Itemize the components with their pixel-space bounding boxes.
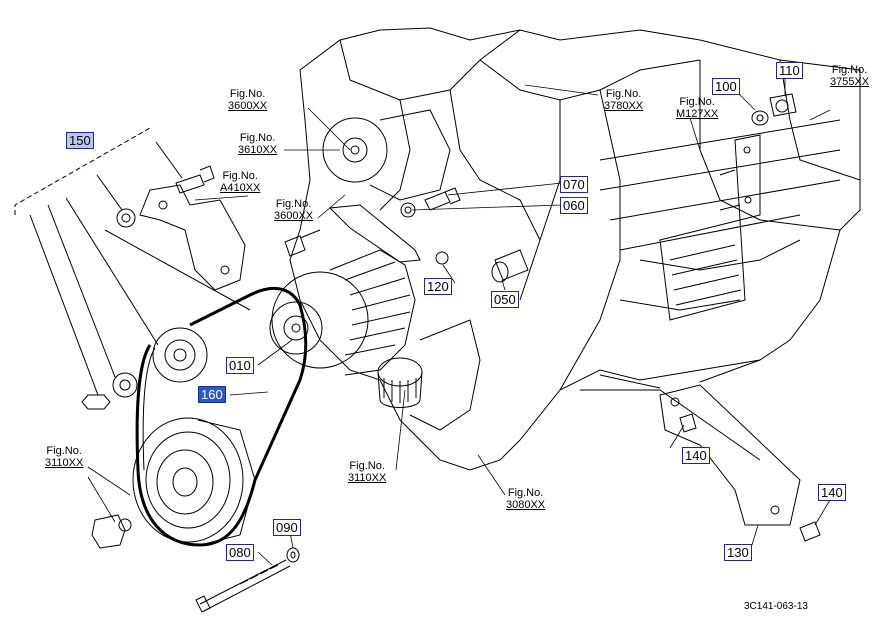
fig-ref-caption: Fig.No. <box>46 445 82 457</box>
fig-ref-number: 3600XX <box>228 100 268 112</box>
fig-ref-number: 3110XX <box>45 457 84 469</box>
fig-ref-number: 3780XX <box>604 100 644 112</box>
fig-ref-caption: Fig.No. <box>222 170 258 182</box>
part-callout-160[interactable]: 160 <box>198 386 226 403</box>
fig-ref-a410xx[interactable]: Fig.No.A410XX <box>220 170 260 194</box>
fig-ref-3080xx[interactable]: Fig.No.3080XX <box>506 487 545 511</box>
part-callout-110[interactable]: 110 <box>776 62 803 79</box>
fig-ref-caption: Fig.No. <box>229 88 266 100</box>
fig-ref-number: 3110XX <box>348 472 387 484</box>
part-callout-070[interactable]: 070 <box>560 176 588 193</box>
fig-ref-number: 3080XX <box>506 499 546 511</box>
fig-ref-3610xx[interactable]: Fig.No.3610XX <box>238 132 277 156</box>
fig-ref-number: M127XX <box>676 108 719 120</box>
fig-ref-number: 3755XX <box>830 76 870 88</box>
fig-ref-caption: Fig.No. <box>831 64 868 76</box>
fig-ref-3600xx-mid[interactable]: Fig.No.3600XX <box>274 198 313 222</box>
fig-ref-caption: Fig.No. <box>239 132 276 144</box>
fig-ref-3755xx[interactable]: Fig.No.3755XX <box>830 64 869 88</box>
part-callout-090[interactable]: 090 <box>273 519 301 536</box>
fig-ref-m127xx[interactable]: Fig.No.M127XX <box>676 96 718 120</box>
fig-ref-3780xx[interactable]: Fig.No.3780XX <box>604 88 643 112</box>
fig-ref-number: 3600XX <box>274 210 314 222</box>
fig-ref-number: 3610XX <box>238 144 278 156</box>
fig-ref-caption: Fig.No. <box>605 88 642 100</box>
part-callout-010[interactable]: 010 <box>226 357 254 374</box>
fig-ref-3110xx-mid[interactable]: Fig.No.3110XX <box>348 460 386 484</box>
part-callout-080[interactable]: 080 <box>226 544 254 561</box>
drawing-code: 3C141-063-13 <box>744 601 808 612</box>
fig-ref-caption: Fig.No. <box>507 487 544 499</box>
part-callout-140-lower[interactable]: 140 <box>818 484 846 501</box>
part-callout-100[interactable]: 100 <box>712 78 740 95</box>
part-callout-060[interactable]: 060 <box>560 197 588 214</box>
fig-ref-number: A410XX <box>220 182 261 194</box>
part-callout-140-upper[interactable]: 140 <box>682 447 710 464</box>
part-callout-130[interactable]: 130 <box>724 544 752 561</box>
fig-ref-3600xx-top[interactable]: Fig.No.3600XX <box>228 88 267 112</box>
fig-ref-caption: Fig.No. <box>349 460 385 472</box>
part-callout-120[interactable]: 120 <box>424 278 452 295</box>
fig-ref-3110xx-left[interactable]: Fig.No.3110XX <box>45 445 83 469</box>
fig-ref-caption: Fig.No. <box>275 198 312 210</box>
fig-ref-caption: Fig.No. <box>679 96 715 108</box>
part-callout-150[interactable]: 150 <box>66 132 94 149</box>
part-callout-050[interactable]: 050 <box>491 291 519 308</box>
